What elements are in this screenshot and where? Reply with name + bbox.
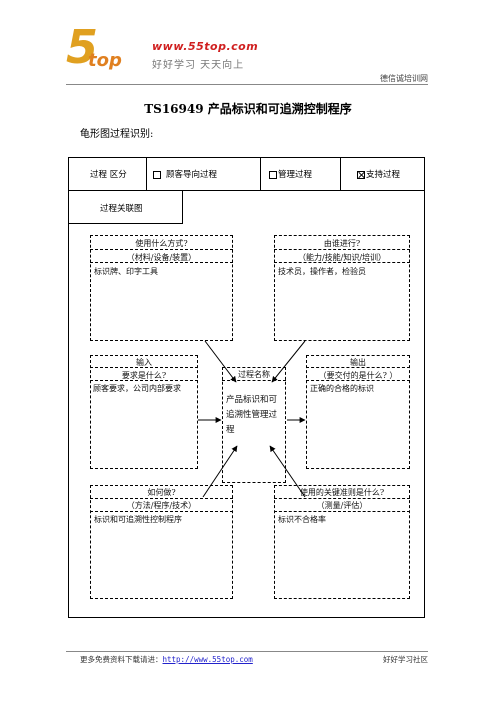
relation-label: 过程关联图 xyxy=(100,204,143,214)
option-checkbox-support[interactable] xyxy=(357,171,365,179)
criteria-title: 使用的关键准则是什么? xyxy=(299,488,385,497)
process-content-line: 追溯性管理过 xyxy=(226,410,278,420)
logo-word: top xyxy=(88,50,122,71)
box-divider xyxy=(274,511,410,512)
page-title: TS16949 产品标识和可追溯控制程序 xyxy=(144,102,352,116)
logo-number: 5 xyxy=(66,20,99,74)
box-divider xyxy=(90,249,233,250)
arrow-how-to-process xyxy=(202,445,238,498)
what-subtitle: （材料/设备/装置） xyxy=(126,253,197,262)
what-content: 标识牌、印字工具 xyxy=(94,267,158,276)
output-content: 正确的合格的标识 xyxy=(310,384,374,393)
cell-divider xyxy=(146,157,147,190)
footer-rule xyxy=(66,651,428,652)
page-subtitle: 龟形图过程识别: xyxy=(80,129,154,140)
what-box xyxy=(90,235,233,341)
relation-label-cell xyxy=(68,190,183,224)
criteria-box xyxy=(274,485,410,599)
box-divider xyxy=(90,498,233,499)
cell-divider xyxy=(260,157,261,190)
box-divider xyxy=(90,380,198,381)
who-title: 由谁进行? xyxy=(323,239,361,248)
box-divider xyxy=(222,380,286,381)
logo-slogan: 好好学习 天天向上 xyxy=(152,60,245,71)
option-label-support: 支持过程 xyxy=(366,170,401,180)
output-box xyxy=(306,355,410,469)
box-divider xyxy=(90,511,233,512)
footer-link[interactable]: http://www.55top.com xyxy=(162,655,253,664)
footer-left-text: 更多免费资料下载请进： xyxy=(80,655,163,664)
box-divider xyxy=(274,262,410,263)
header-rule xyxy=(66,84,428,85)
form-frame xyxy=(68,157,425,618)
box-divider xyxy=(274,249,410,250)
cell-divider xyxy=(340,157,341,190)
input-box xyxy=(90,355,198,469)
how-box xyxy=(90,485,233,599)
criteria-subtitle: （测量/评估） xyxy=(316,501,368,510)
input-title: 输入 xyxy=(136,358,152,367)
process-content-line: 程 xyxy=(226,425,235,435)
who-subtitle: （能力/技能/知识/培训） xyxy=(297,253,387,262)
process-content: 产品标识和可 追溯性管理过 程 xyxy=(226,393,284,438)
arrow-what-to-process xyxy=(204,340,237,383)
option-label-management: 管理过程 xyxy=(278,170,313,180)
box-divider xyxy=(90,367,198,368)
what-title: 使用什么方式? xyxy=(135,239,188,248)
logo-url: www.55top.com xyxy=(152,40,259,53)
process-classification-label: 过程 区分 xyxy=(90,170,127,180)
header-org-name: 德信诚培训网 xyxy=(380,74,428,83)
box-divider xyxy=(90,262,233,263)
process-title: 过程名称 xyxy=(238,370,270,379)
box-divider xyxy=(306,367,410,368)
option-label-customer: 顾客导向过程 xyxy=(166,170,218,180)
footer-right: 好好学习社区 xyxy=(383,655,428,664)
arrow-criteria-to-process xyxy=(269,445,306,498)
logo: 5 top www.55top.com 好好学习 天天向上 xyxy=(66,20,259,78)
how-subtitle: （方法/程序/技术） xyxy=(126,501,197,510)
input-content: 顾客要求，公司内部要求 xyxy=(93,384,181,393)
how-title: 如何做? xyxy=(147,488,176,497)
box-divider xyxy=(274,498,410,499)
criteria-content: 标识不合格率 xyxy=(278,515,326,524)
row-divider xyxy=(68,190,425,191)
arrow-who-to-process xyxy=(271,340,306,383)
option-checkbox-customer[interactable] xyxy=(153,171,161,179)
footer-left: 更多免费资料下载请进：http://www.55top.com xyxy=(80,654,253,665)
process-box xyxy=(222,367,286,483)
who-box xyxy=(274,235,410,341)
input-subtitle: 要求是什么? xyxy=(121,371,167,380)
option-checkbox-management[interactable] xyxy=(269,171,277,179)
output-subtitle: （要交付的是什么? ） xyxy=(318,371,398,380)
output-title: 输出 xyxy=(350,358,366,367)
process-content-line: 产品标识和可 xyxy=(226,395,278,405)
how-content: 标识和可追溯性控制程序 xyxy=(94,515,182,524)
box-divider xyxy=(306,380,410,381)
who-content: 技术员，操作者，检验员 xyxy=(278,267,366,276)
